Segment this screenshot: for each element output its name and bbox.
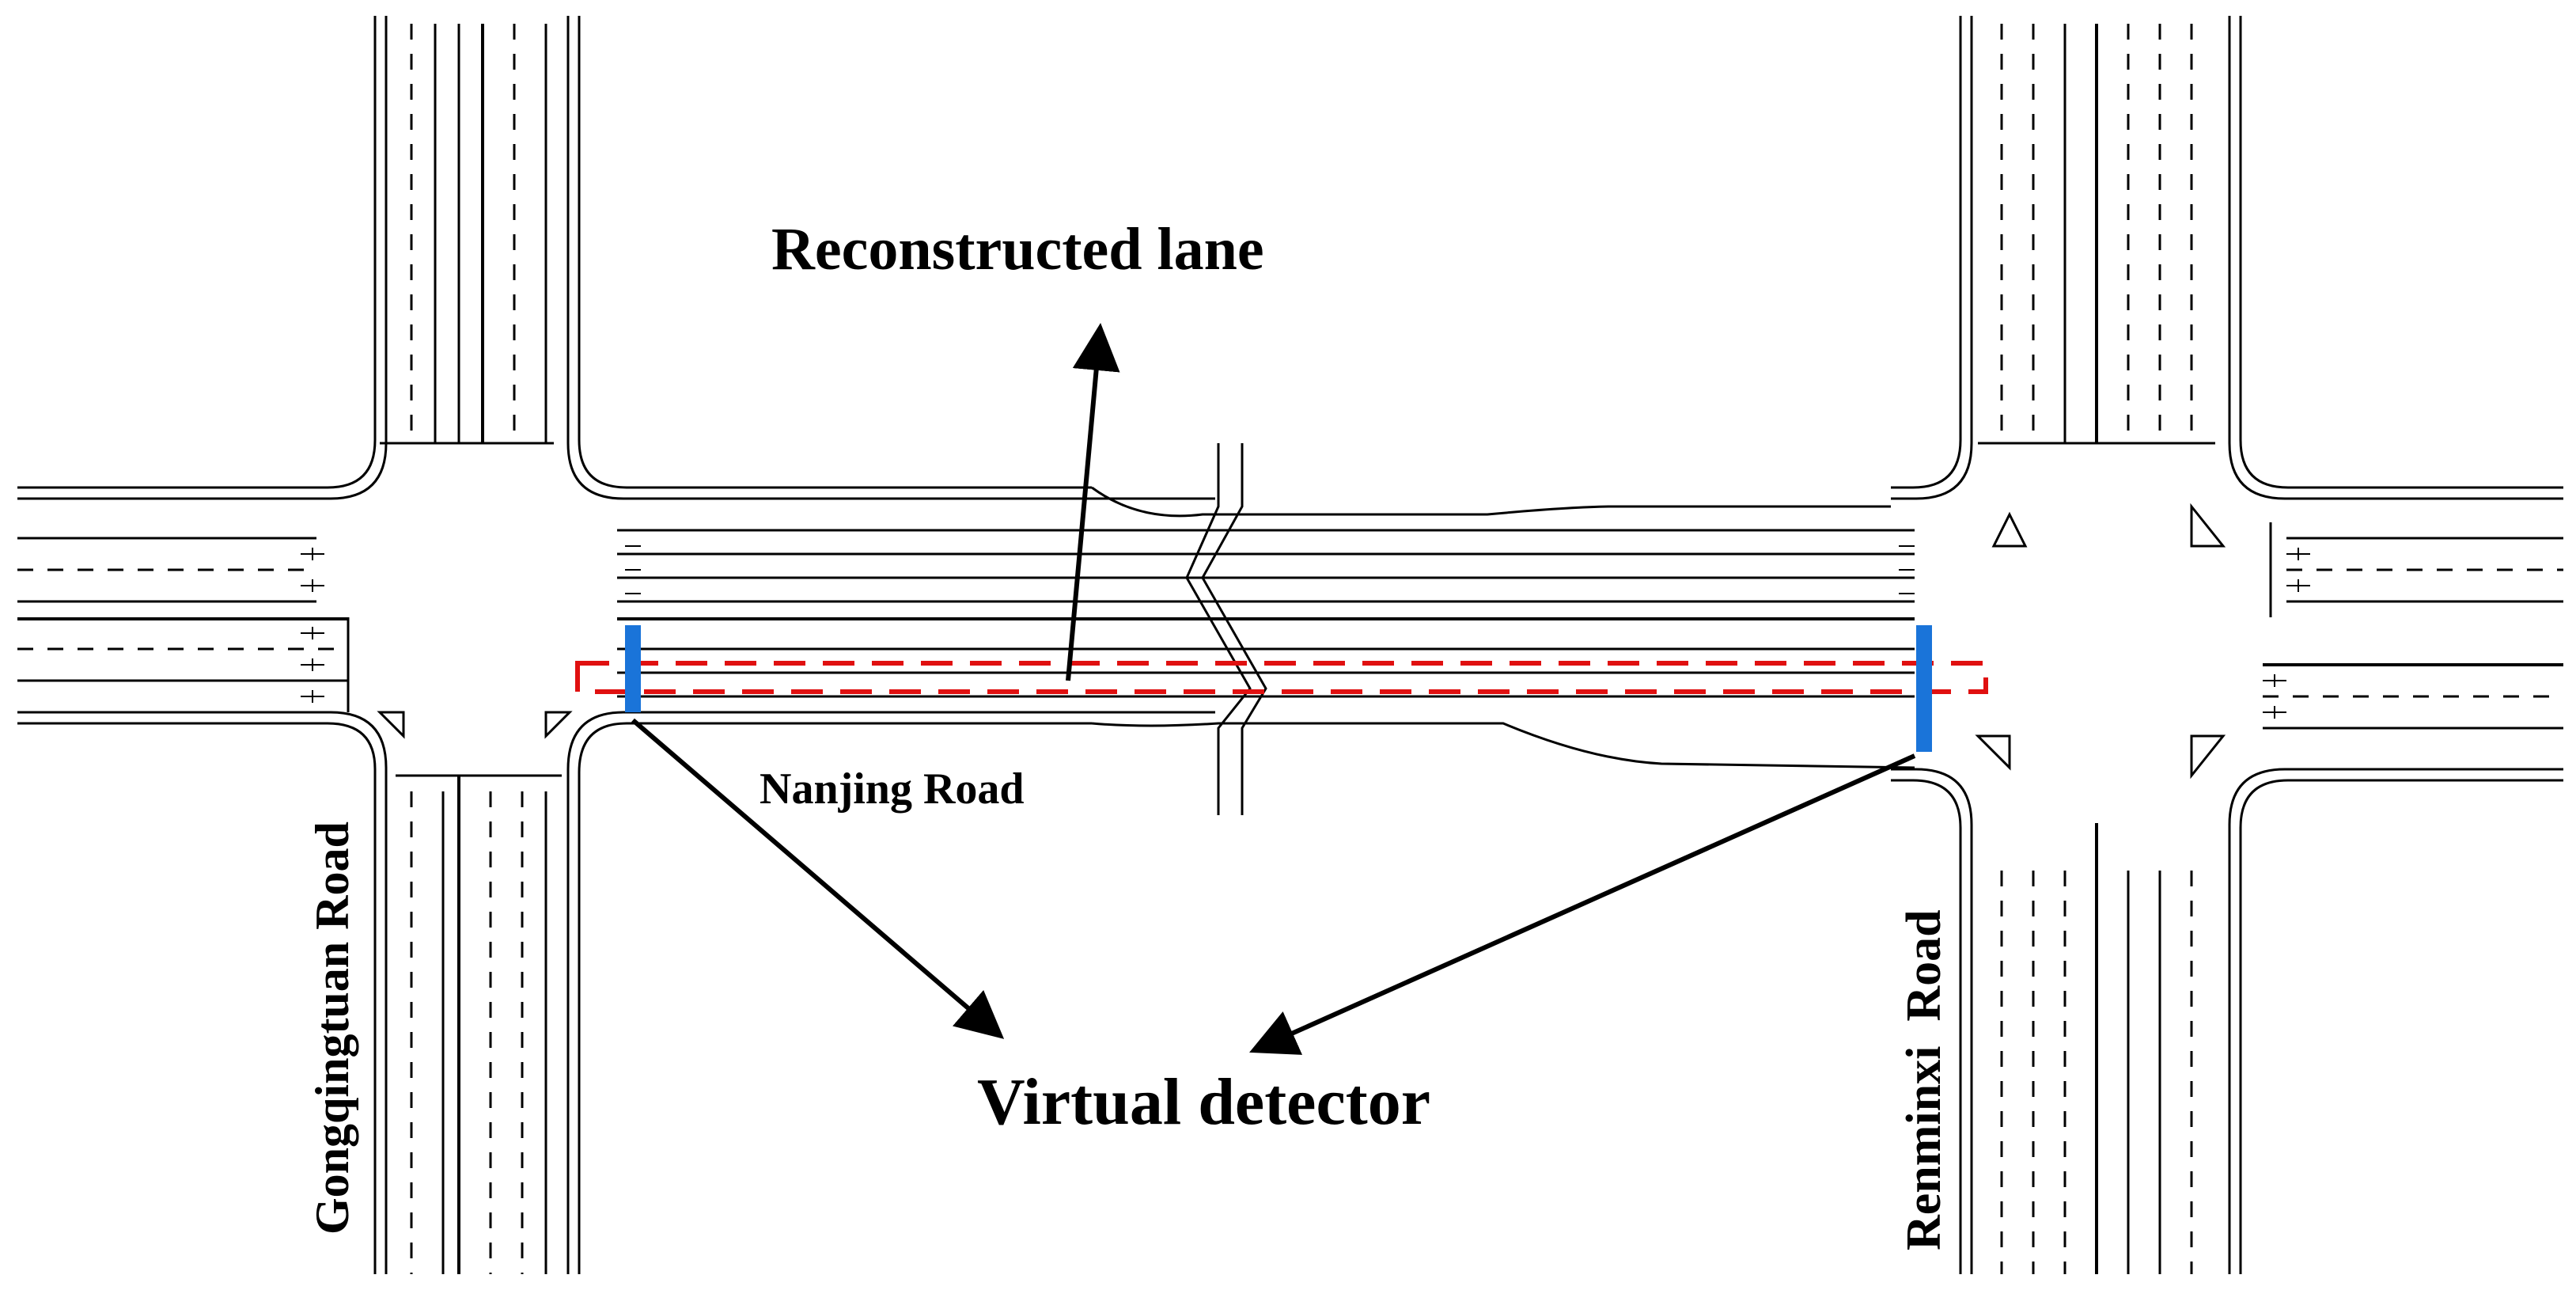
arrow-west-5 (301, 690, 324, 703)
arrow-east-1 (2286, 548, 2310, 560)
gongqingtuan-north-right-edge-inner (578, 16, 1092, 489)
renminxi-north-right-edge-inner (2239, 16, 2563, 489)
renminxi-north-right-edge (2228, 16, 2563, 500)
virtual-detector-label: Virtual detector (977, 1065, 1430, 1139)
reconstructed-lane-box (575, 661, 1988, 694)
road-geometry (17, 16, 2563, 1274)
gongqingtuan-south-right-edge (566, 711, 1215, 1274)
renminxi-north-left-edge (1891, 16, 1973, 500)
virtual-detector-right (1916, 625, 1932, 752)
virtual-detector-left (625, 625, 641, 712)
island-gq-se (544, 711, 573, 739)
corner-islands (377, 503, 2226, 780)
gongqingtuan-north-right-edge (566, 16, 1215, 500)
renminxi-south-right-edge-inner (2239, 779, 2563, 1274)
arrow-west-3 (301, 627, 324, 639)
island-rm-ne (2190, 503, 2226, 548)
island-rm-se (2190, 734, 2226, 780)
arrow-east-4 (2263, 706, 2286, 719)
arrow-detector-left (631, 718, 1005, 1039)
arrow-detector-right (1249, 753, 1916, 1055)
gongqingtuan-road-label: Gongqingtuan Road (306, 821, 358, 1235)
nanjing-road-label: Nanjing Road (760, 765, 1025, 814)
crossing-line-right (1201, 443, 1267, 815)
arrow-west-2 (301, 579, 324, 592)
gongqingtuan-south-left-edge (17, 711, 388, 1274)
crossing-line-left (1185, 443, 1252, 815)
arrow-mid-2 (1899, 545, 1915, 594)
leader-arrows (631, 323, 1916, 1055)
renminxi-south-right-edge (2228, 768, 2563, 1274)
arrow-east-2 (2286, 579, 2310, 592)
renminxi-road-label: Renminxi Road (1897, 909, 1951, 1250)
island-rm-nw (1991, 511, 2028, 548)
renminxi-south-left-edge (1891, 768, 1973, 1274)
renminxi-north-left-edge-inner (1891, 16, 1962, 489)
arrow-west-1 (301, 548, 324, 560)
gongqingtuan-north-left-edge-inner (17, 16, 377, 489)
reconstructed-lane-label: Reconstructed lane (771, 216, 1264, 283)
lane-arrows (301, 545, 2310, 719)
renminxi-south-left-edge-inner (1891, 779, 1962, 1274)
arrow-reconstructed-lane (1066, 323, 1120, 681)
gongqingtuan-south-left-edge-inner (17, 722, 377, 1274)
island-rm-sw (1975, 734, 2011, 771)
nanjing-south-edge-taper (1091, 722, 1915, 769)
arrow-west-4 (301, 658, 324, 671)
island-gq-sw (377, 711, 405, 739)
nanjing-north-edge-taper (1091, 486, 1891, 518)
gongqingtuan-south-right-edge-inner (578, 722, 1092, 1274)
gongqingtuan-north-left-edge (17, 16, 388, 500)
arrow-east-3 (2263, 674, 2286, 687)
arrow-mid-1 (625, 545, 641, 594)
